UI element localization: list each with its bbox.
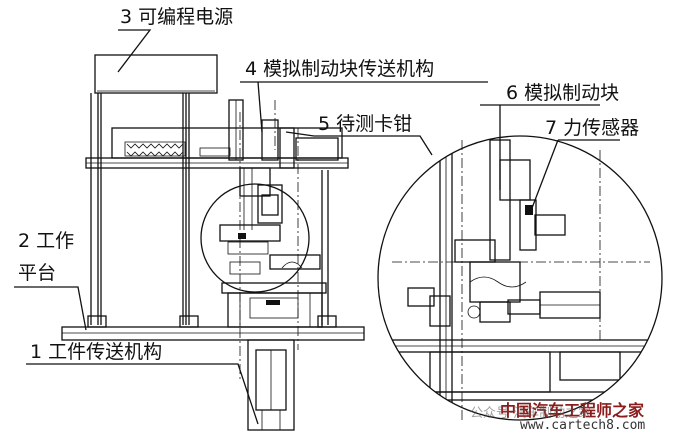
leader-lines (14, 29, 620, 425)
watermark-url: www.cartech8.com (520, 418, 646, 433)
watermark-subtitle: 公众号·汽车制动之家 (470, 406, 592, 421)
workpiece-transfer-mechanism (247, 339, 295, 431)
label-simulated-brake-block: 6 模拟制动块 (506, 82, 620, 104)
label-force-sensor: 7 力传感器 (545, 117, 640, 139)
label-caliper-under-test: 5 待测卡钳 (318, 113, 413, 135)
middle-assembly (200, 183, 321, 293)
frame-columns (90, 93, 329, 325)
label-workpiece-transfer-mechanism: 1 工件传送机构 (30, 341, 163, 363)
rack-chain (124, 141, 231, 157)
work-platform (61, 282, 365, 341)
brake-block-transfer-mechanism (228, 99, 339, 230)
upper-plate (85, 127, 349, 169)
label-programmable-power-supply: 3 可编程电源 (120, 6, 234, 28)
watermark-title: 中国汽车工程师之家 (500, 401, 645, 420)
label-work-platform-line1: 2 工作 (18, 230, 75, 252)
label-brake-block-transfer-mechanism: 4 模拟制动块传送机构 (245, 58, 435, 80)
label-work-platform-line2: 平台 (18, 262, 57, 284)
center-axes (239, 100, 299, 380)
detail-view (377, 135, 663, 421)
programmable-power-supply (94, 54, 218, 94)
